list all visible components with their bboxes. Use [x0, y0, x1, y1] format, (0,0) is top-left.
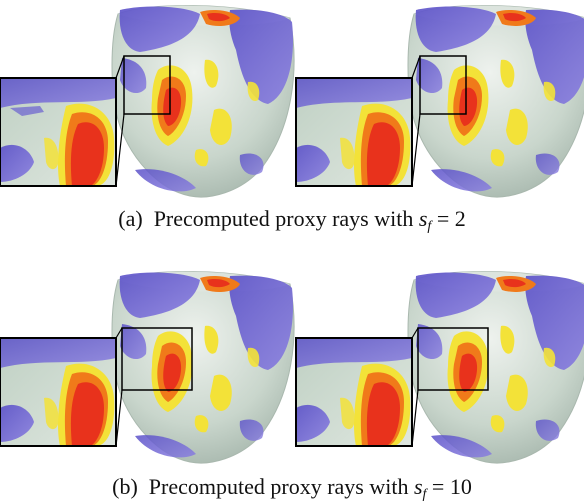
volume-render-b-left	[0, 270, 295, 464]
caption-symbol: s	[413, 474, 423, 499]
caption-label: (a)	[118, 206, 143, 231]
figure-row-b	[0, 258, 584, 468]
volume-render-b-right	[295, 270, 584, 464]
caption-value: 2	[454, 206, 466, 231]
caption-text: Precomputed proxy rays with	[153, 206, 414, 231]
zoom-inset-b-left	[0, 337, 117, 447]
caption-value: 10	[449, 474, 472, 499]
caption-subscript: f	[422, 487, 427, 502]
zoom-inset-b-right	[295, 337, 413, 447]
figure-row-a	[0, 0, 584, 200]
volume-render-a-right	[295, 4, 584, 198]
caption-symbol: s	[418, 206, 428, 231]
caption-equals: =	[436, 206, 450, 231]
zoom-inset-a-left	[0, 77, 117, 187]
caption-text: Precomputed proxy rays with	[148, 474, 409, 499]
zoom-inset-a-right	[295, 77, 413, 187]
caption-subscript: f	[427, 219, 432, 234]
caption-b: (b) Precomputed proxy rays with sf = 10	[0, 474, 584, 503]
volume-render-a-left	[0, 4, 295, 198]
caption-a: (a) Precomputed proxy rays with sf = 2	[0, 206, 584, 235]
zoom-region-box	[123, 55, 171, 115]
caption-label: (b)	[112, 474, 138, 499]
caption-equals: =	[431, 474, 445, 499]
